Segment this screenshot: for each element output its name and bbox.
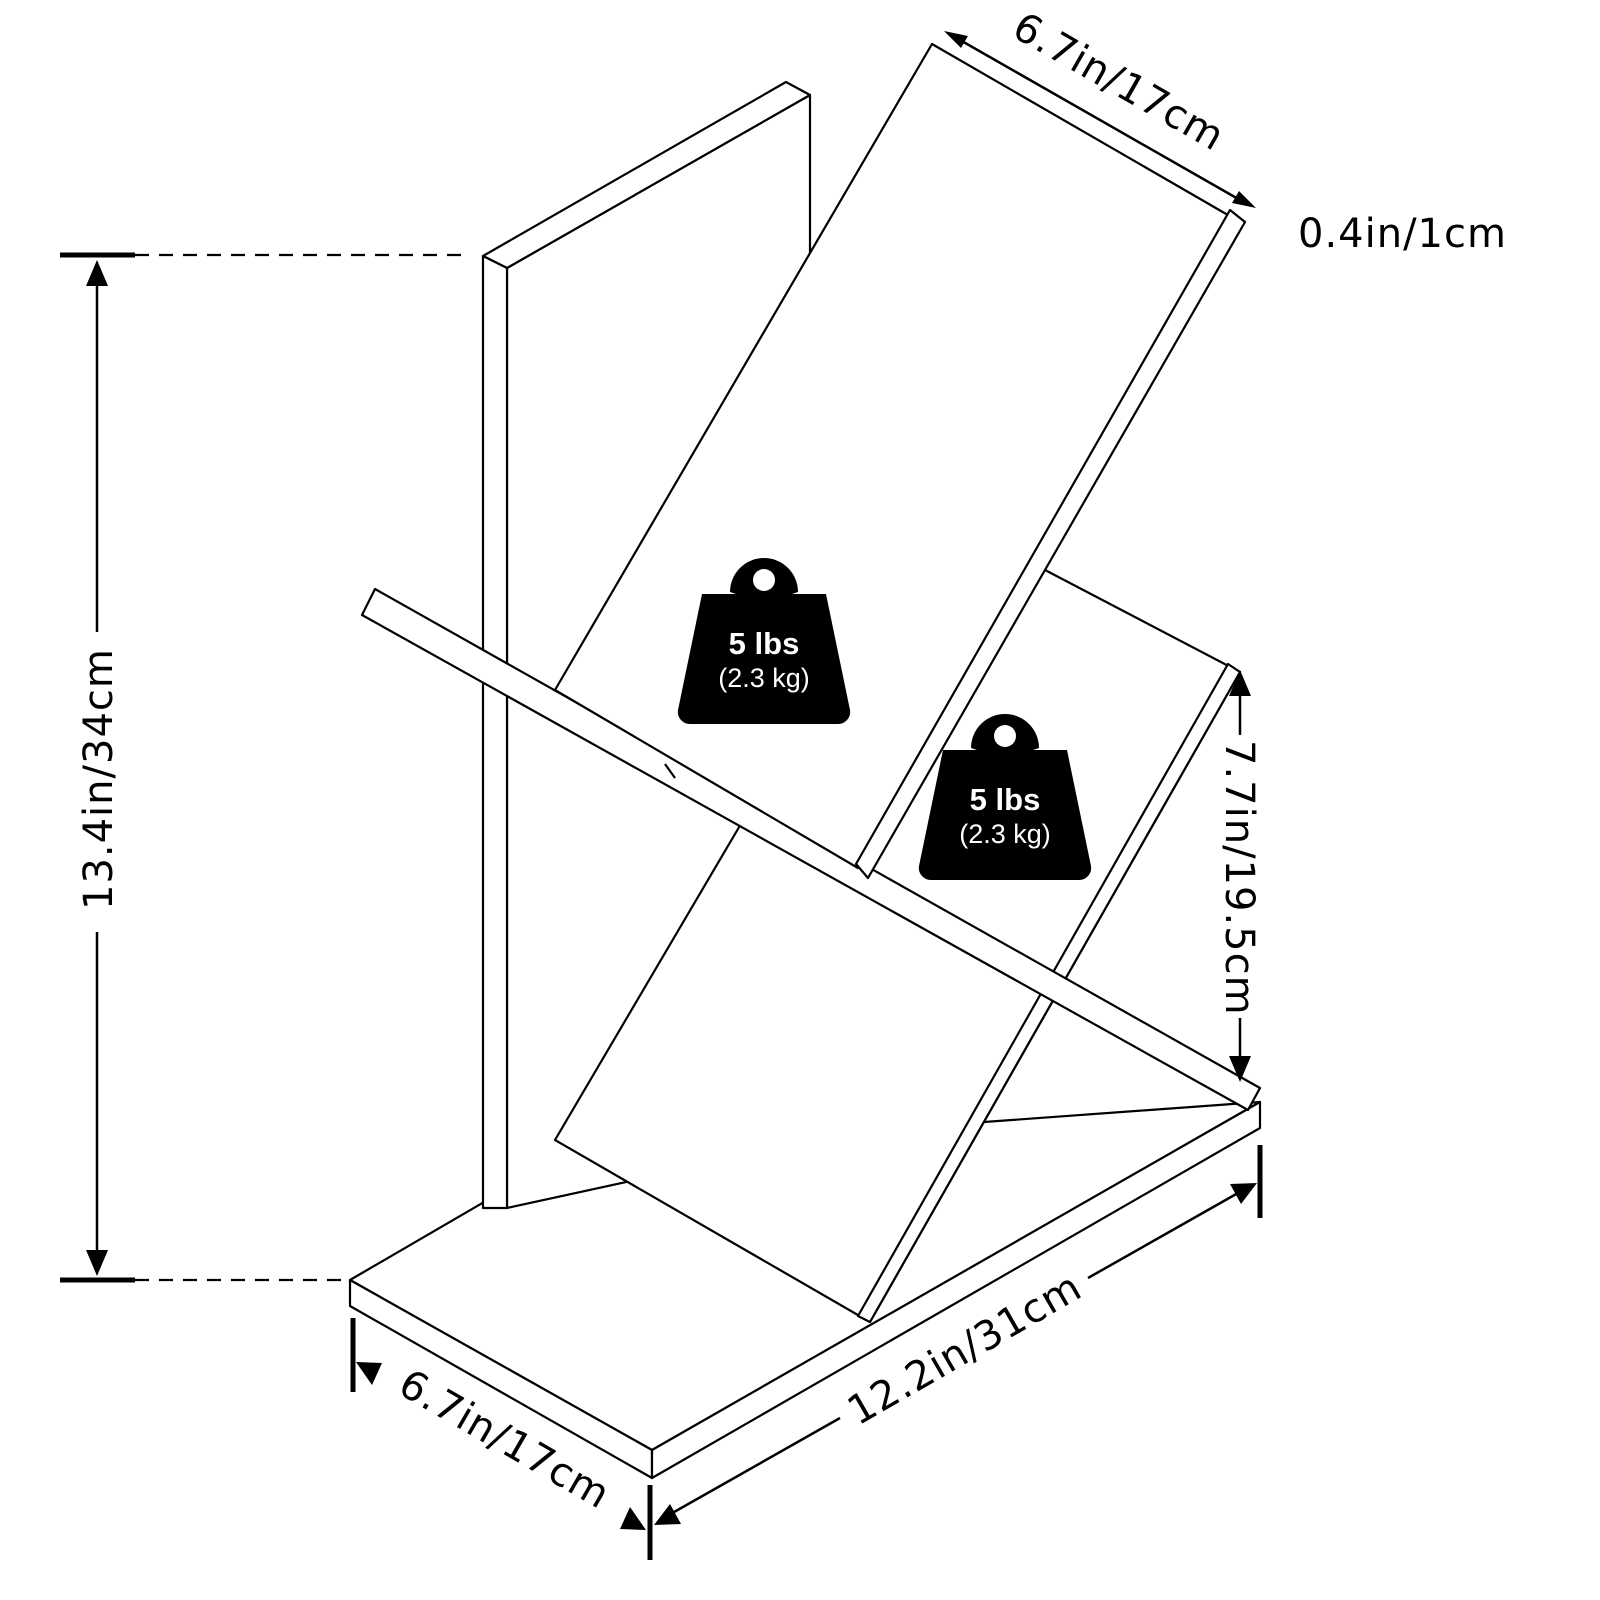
weight-hole	[753, 569, 775, 591]
dim-thickness: 0.4in/1cm	[1298, 211, 1507, 257]
weight-icon: 5 lbs (2.3 kg)	[677, 558, 851, 725]
dim-lower-height-label: 7.7in/19.5cm	[1216, 740, 1262, 1016]
weight-shape	[918, 714, 1092, 881]
dim-height-label: 13.4in/34cm	[76, 648, 122, 910]
weight-icon: 5 lbs (2.3 kg)	[918, 714, 1092, 881]
weight-hole	[994, 725, 1016, 747]
upper-shelf-edge	[854, 208, 1247, 880]
crossbar-face	[360, 587, 1262, 1112]
weight-subtitle: (2.3 kg)	[959, 819, 1051, 849]
dim-lower-height: 7.7in/19.5cm	[1216, 670, 1262, 1082]
crossbar-shelf	[360, 587, 1262, 1112]
weight-title: 5 lbs	[970, 782, 1041, 817]
joint-mark	[664, 763, 676, 779]
weight-shape	[677, 558, 851, 725]
lower-shelf-face	[553, 568, 1242, 1324]
base-side-edge	[650, 1100, 1262, 1480]
weight-subtitle: (2.3 kg)	[718, 663, 810, 693]
weight-title: 5 lbs	[729, 626, 800, 661]
dim-height: 13.4in/34cm	[60, 252, 470, 1283]
dim-thickness-label: 0.4in/1cm	[1298, 211, 1507, 257]
vertical-panel-edge	[481, 254, 509, 1210]
